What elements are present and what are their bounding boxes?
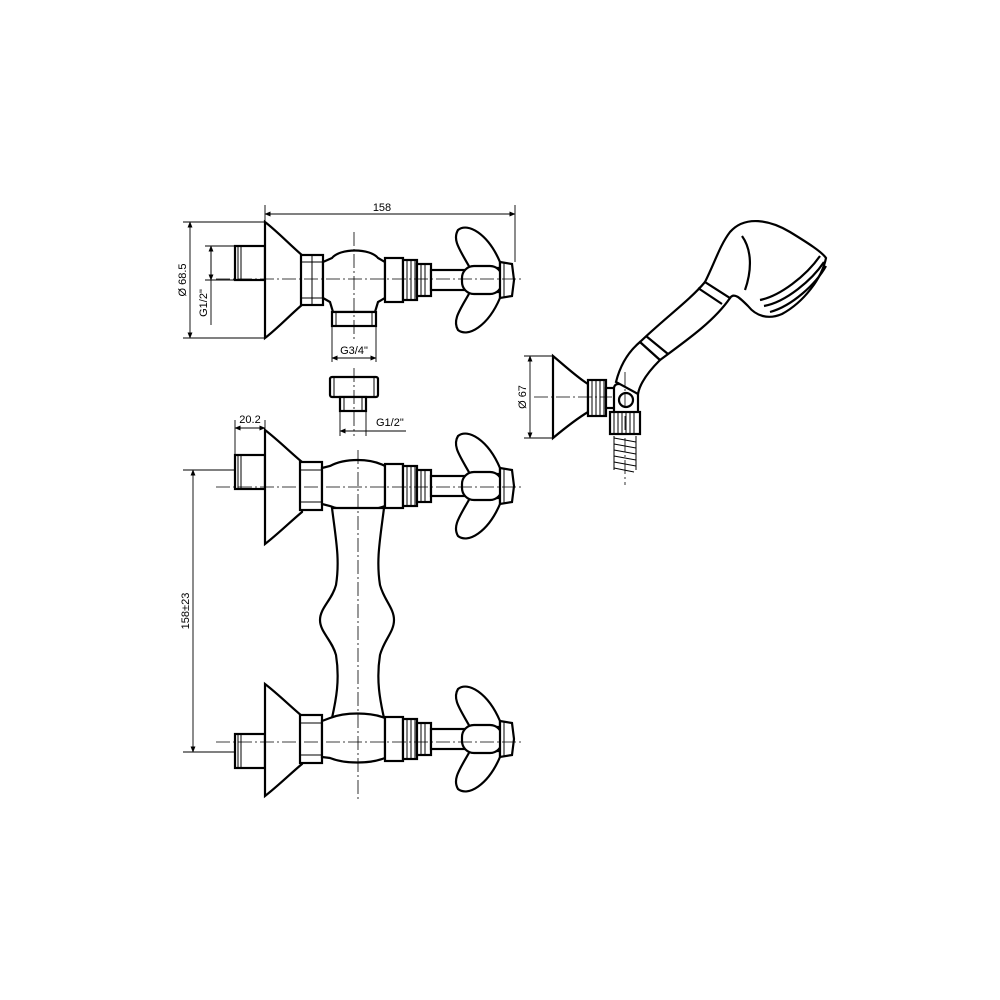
- dim-inlet-thread: G1/2": [198, 245, 235, 325]
- top-flange: [263, 219, 305, 341]
- label-top-width: 158: [373, 202, 391, 214]
- dim-center-distance: 158±23: [180, 469, 235, 753]
- dim-holder-diameter: Ø 67: [517, 355, 553, 439]
- connecting-body: [318, 506, 396, 720]
- label-adapter-thread: G1/2": [376, 417, 404, 429]
- label-outlet-thread: G3/4": [340, 345, 368, 357]
- lower-valve: [233, 681, 516, 799]
- shower-handle: [638, 280, 732, 362]
- top-cross-handle: [454, 226, 516, 334]
- holder-nut: [586, 378, 608, 418]
- dim-outlet-thread: G3/4": [331, 326, 377, 362]
- shower-head: [703, 219, 828, 318]
- label-holder-diameter: Ø 67: [517, 385, 529, 409]
- label-inlet-length: 20.2: [239, 414, 260, 426]
- hand-shower: [551, 219, 828, 473]
- top-view-mixer: [233, 219, 516, 341]
- dim-flange-diameter: Ø 68.5: [177, 221, 265, 339]
- top-inlet-nipple: [233, 244, 267, 282]
- dim-inlet-length: 20.2: [234, 414, 266, 455]
- label-flange-diameter: Ø 68.5: [177, 263, 189, 296]
- label-center-distance: 158±23: [180, 593, 192, 630]
- label-inlet-thread: G1/2": [198, 289, 210, 317]
- dim-adapter-thread: G1/2": [339, 411, 406, 436]
- dim-top-width: 158: [264, 202, 516, 262]
